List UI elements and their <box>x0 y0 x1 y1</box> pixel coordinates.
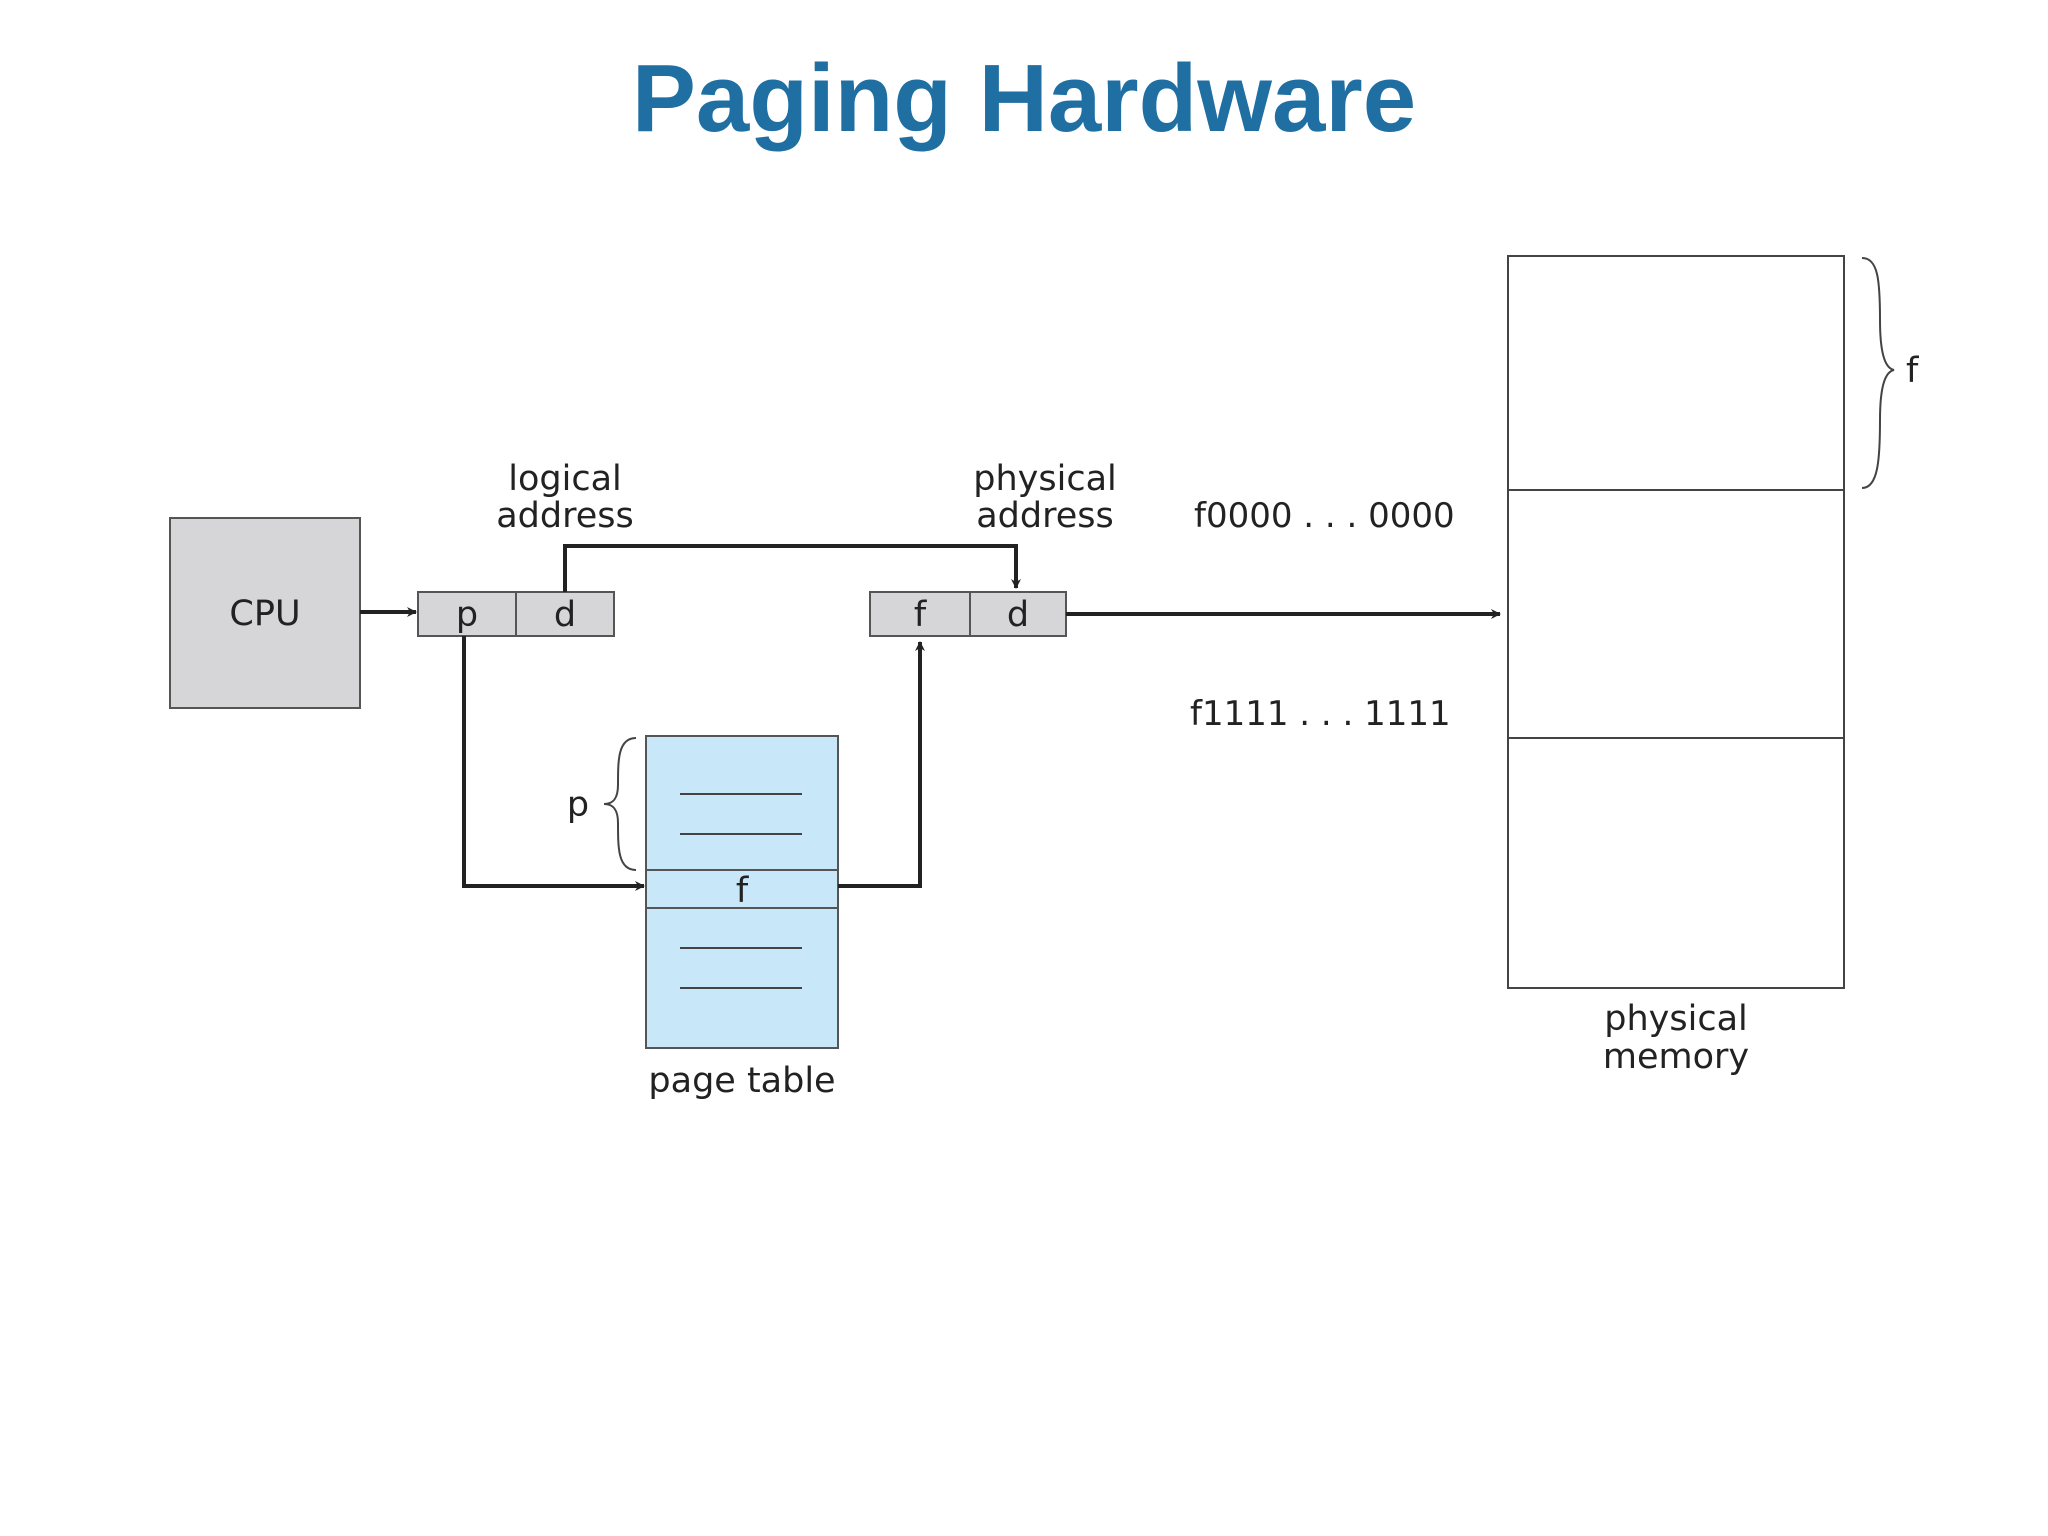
logical-address-caption-line2: address <box>496 496 634 536</box>
physical-address-caption-line1: physical <box>973 459 1117 499</box>
page-table-entry-f: f <box>736 871 749 911</box>
page-table-caption: page table <box>648 1061 835 1101</box>
page-title: Paging Hardware <box>631 45 1417 152</box>
physical-memory-caption-line1: physical <box>1604 999 1748 1039</box>
logical-address-caption-line1: logical <box>508 459 622 499</box>
memory-frame-label-f: f <box>1906 351 1919 391</box>
physical-field-d: d <box>1007 595 1029 635</box>
frame-end-address: f1111 . . . 1111 <box>1190 694 1451 734</box>
physical-field-f: f <box>914 595 927 635</box>
physical-address-register: f d <box>869 591 1067 637</box>
memory-frame-brace <box>1861 257 1895 489</box>
cpu-box: CPU <box>169 517 361 709</box>
logical-field-d: d <box>554 595 576 635</box>
page-table-index-p: p <box>567 785 589 825</box>
frame-number-f-path <box>838 641 925 888</box>
physical-address-caption-line2: address <box>976 496 1114 536</box>
logical-field-p: p <box>456 595 478 635</box>
offset-d-path <box>563 544 1021 592</box>
page-table-brace <box>603 737 637 871</box>
page-table: f <box>645 735 839 1049</box>
logical-address-register: p d <box>417 591 615 637</box>
page-number-p-path <box>462 636 645 891</box>
cpu-label: CPU <box>229 594 300 634</box>
physical-memory <box>1507 255 1845 989</box>
physical-memory-caption-line2: memory <box>1603 1037 1749 1077</box>
frame-start-address: f0000 . . . 0000 <box>1194 496 1455 536</box>
